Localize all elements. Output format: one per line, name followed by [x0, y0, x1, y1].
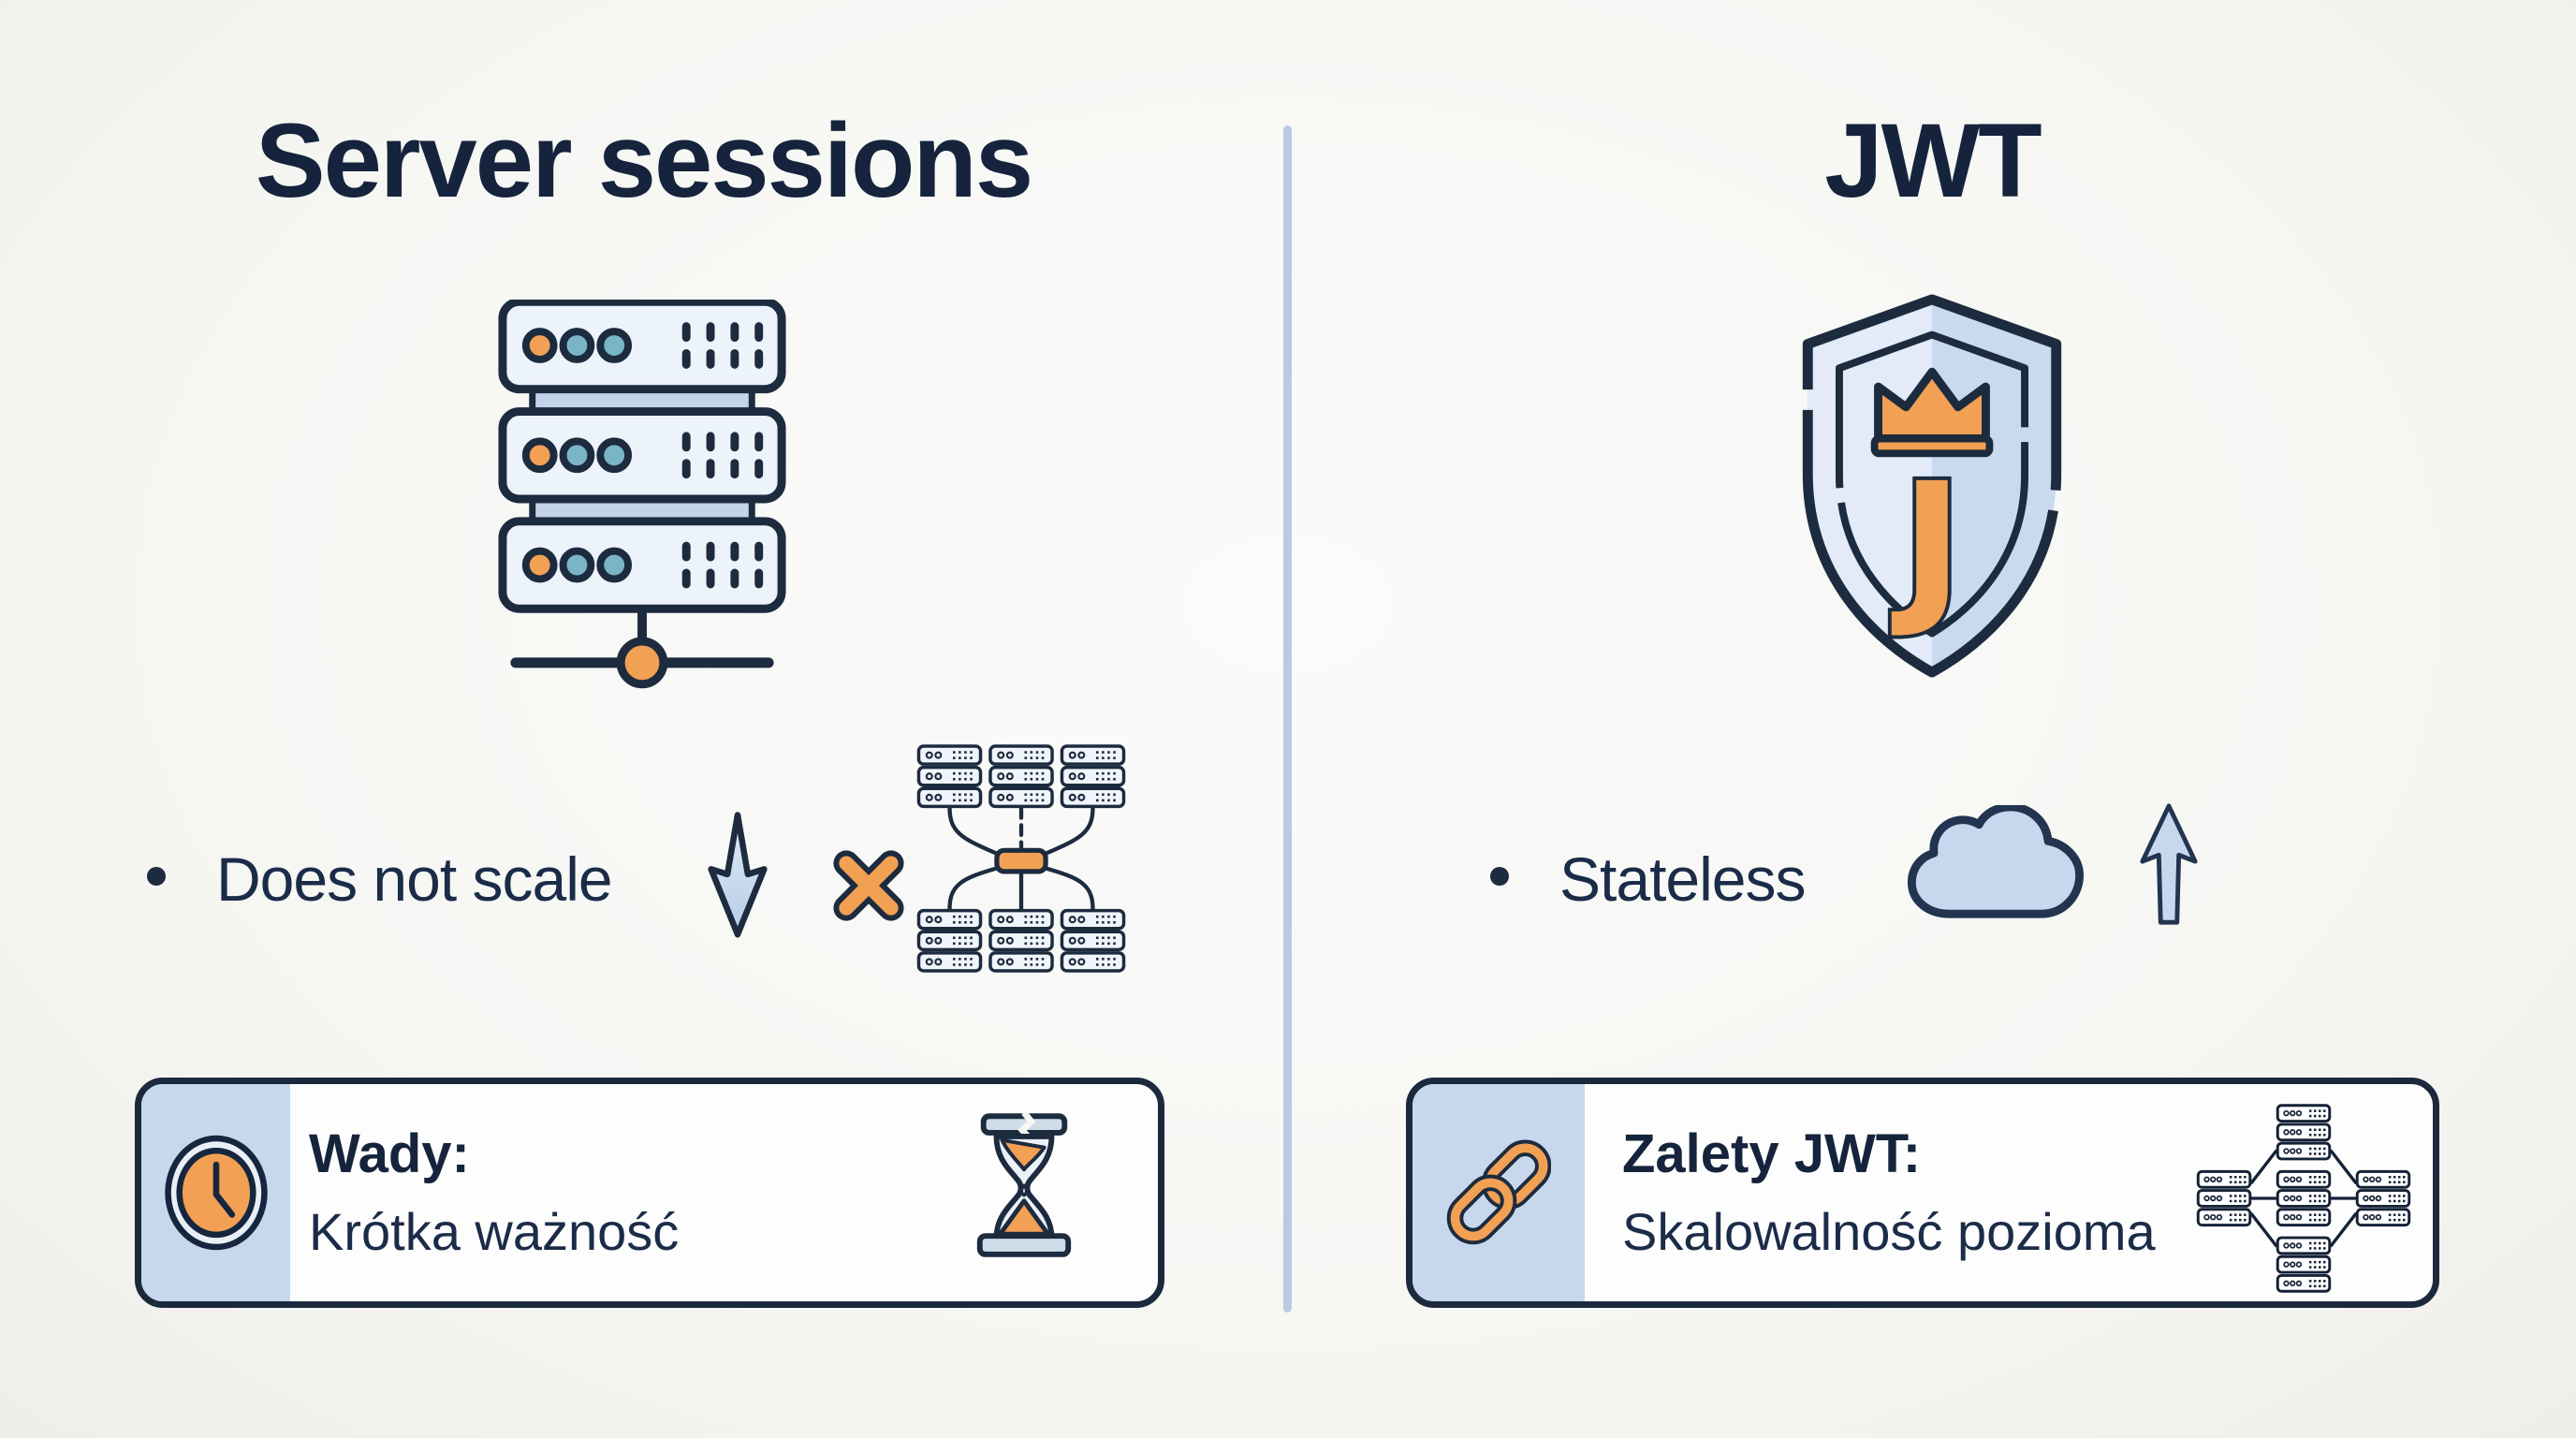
callout-body: Skalowalność pozioma: [1622, 1202, 2156, 1262]
x-mark-icon: [833, 850, 904, 921]
up-arrow-icon: [2140, 803, 2198, 925]
bullet-label-stateless: Stateless: [1559, 844, 1806, 914]
jwt-shield-icon: J: [1802, 294, 2062, 678]
bullet-label-does-not-scale: Does not scale: [216, 844, 613, 914]
cons-callout: Wady: Krótka ważność: [135, 1078, 1164, 1308]
page-title-right: JWT: [1824, 102, 2042, 219]
broken-hourglass-icon: [976, 1110, 1072, 1257]
svg-text:J: J: [1891, 448, 1963, 642]
horizontal-scaling-icon: [2193, 1099, 2414, 1298]
server-rack-icon: [493, 300, 791, 689]
divider: [1283, 125, 1292, 1313]
callout-text-right: Zalety JWT: Skalowalność pozioma: [1622, 1084, 2156, 1301]
pros-callout: Zalety JWT: Skalowalność pozioma: [1406, 1078, 2439, 1308]
clock-icon: [164, 1135, 268, 1251]
callout-body: Krótka ważność: [309, 1202, 680, 1262]
callout-icon-strip-right: [1412, 1084, 1585, 1301]
cloud-icon: [1907, 805, 2084, 918]
bullet-dot-left: [147, 867, 166, 886]
callout-heading: Zalety JWT:: [1622, 1123, 1922, 1184]
bullet-dot-right: [1490, 867, 1509, 886]
callout-icon-strip-left: [141, 1084, 290, 1301]
page-title-left: Server sessions: [255, 102, 1033, 219]
down-arrow-icon: [708, 812, 768, 938]
chain-link-icon: [1446, 1139, 1551, 1245]
callout-heading: Wady:: [309, 1123, 470, 1184]
server-cluster-icon: [915, 740, 1127, 977]
callout-text-left: Wady: Krótka ważność: [309, 1084, 679, 1301]
